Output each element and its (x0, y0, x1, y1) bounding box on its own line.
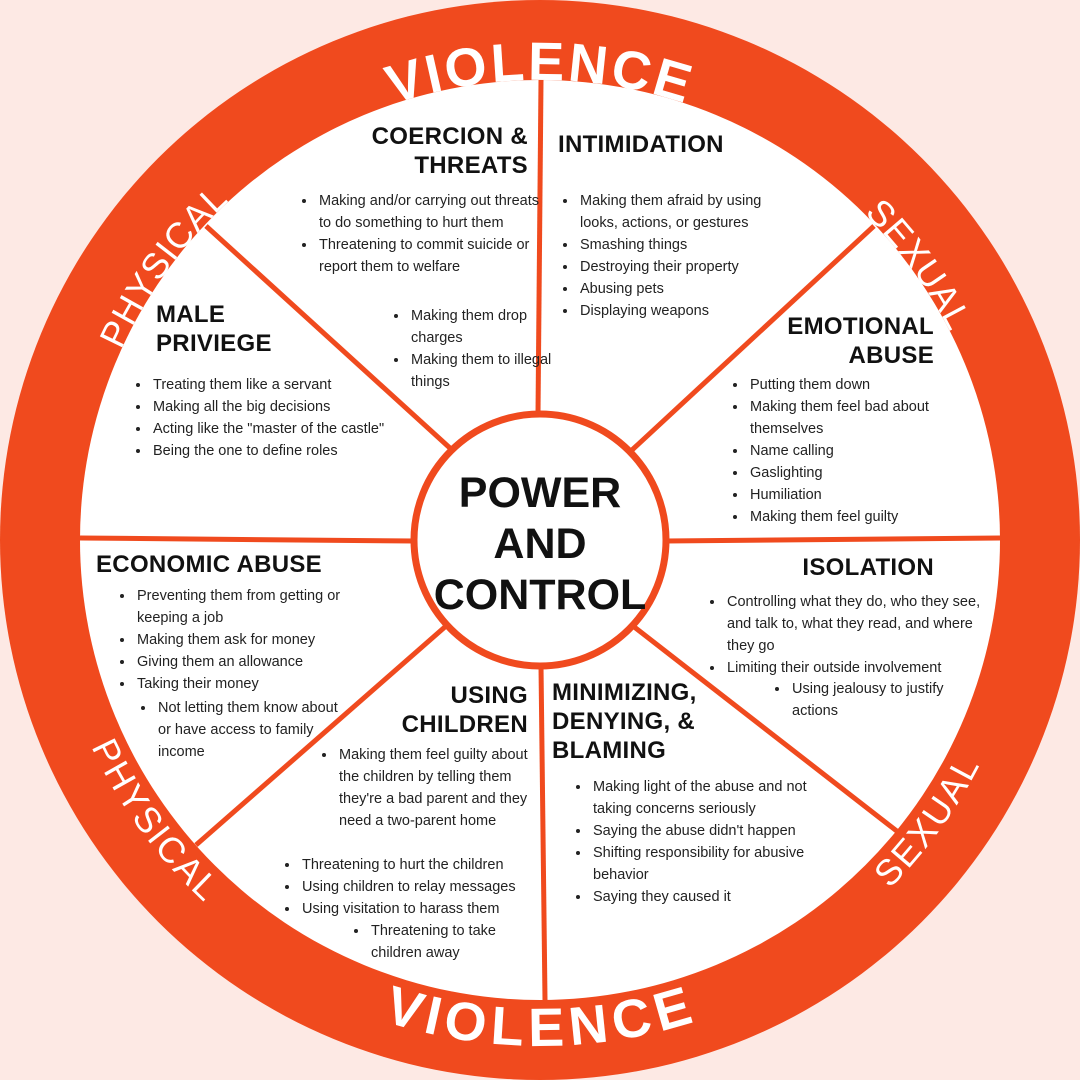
list-item: Limiting their outside involvement (725, 657, 995, 679)
list-item: Preventing them from getting or keeping … (135, 585, 385, 629)
children-title: USING CHILDREN (402, 681, 528, 739)
list-item: Using visitation to harass them (300, 898, 550, 920)
list-item: Threatening to hurt the children (300, 854, 550, 876)
coercion-title: COERCION & THREATS (372, 122, 528, 180)
title-line: MINIMIZING, (552, 679, 697, 706)
spokes (79, 79, 1001, 1001)
center-hub (410, 410, 670, 670)
title-line: ABUSE (848, 342, 934, 369)
privilege-list: Treating them like a servant Making all … (132, 374, 431, 462)
list-item: Taking their money (135, 673, 385, 695)
list-item: Destroying their property (578, 256, 803, 278)
coercion-list: Making and/or carrying out threats to do… (298, 190, 551, 278)
title-line: USING (450, 682, 528, 709)
spoke (194, 624, 448, 847)
list-item: Putting them down (748, 374, 968, 396)
list-item: Making all the big decisions (151, 396, 431, 418)
list-item: Using children to relay messages (300, 876, 550, 898)
intimidation-list: Making them afraid by using looks, actio… (559, 190, 803, 322)
spoke (631, 624, 900, 834)
title-line: COERCION & (371, 123, 528, 150)
list-item: Controlling what they do, who they see, … (725, 591, 995, 657)
list-item: Making them to illegal things (409, 349, 559, 393)
list-item: Name calling (748, 440, 968, 462)
list-item: Making light of the abuse and not taking… (591, 776, 816, 820)
minimizing-list: Making light of the abuse and not taking… (572, 776, 816, 908)
children-list-2: Threatening to hurt the children Using c… (281, 854, 550, 920)
list-item: Using jealousy to justify actions (790, 678, 980, 722)
title-line: EMOTIONAL (787, 313, 934, 340)
title-line: DENYING, & (552, 708, 696, 735)
list-item: Gaslighting (748, 462, 968, 484)
title-line: CHILDREN (401, 711, 528, 738)
center-line: AND (493, 520, 587, 568)
economic-sublist: Not letting them know about or have acce… (137, 697, 351, 763)
spoke (630, 224, 876, 452)
list-item: Threatening to commit suicide or report … (317, 234, 551, 278)
spoke (79, 535, 415, 544)
economic-list: Preventing them from getting or keeping … (116, 585, 385, 695)
list-item: Displaying weapons (578, 300, 803, 322)
title-line: ISOLATION (802, 554, 934, 581)
title-line: THREATS (414, 152, 528, 179)
list-item: Being the one to define roles (151, 440, 431, 462)
isolation-list: Controlling what they do, who they see, … (706, 591, 995, 679)
list-item: Humiliation (748, 484, 968, 506)
privilege-title: MALE PRIVIEGE (156, 300, 272, 358)
children-list: Making them feel guilty about the childr… (318, 744, 551, 832)
spoke (538, 665, 548, 1001)
spoke (204, 224, 453, 451)
list-item: Abusing pets (578, 278, 803, 300)
coercion-sublist: Making them drop charges Making them to … (390, 305, 559, 393)
title-line: INTIMIDATION (558, 131, 724, 158)
list-item: Making them afraid by using looks, actio… (578, 190, 803, 234)
spoke (535, 79, 544, 415)
minimizing-title: MINIMIZING, DENYING, & BLAMING (552, 678, 697, 765)
list-item: Acting like the "master of the castle" (151, 418, 431, 440)
list-item: Making them feel bad about themselves (748, 396, 968, 440)
title-line: BLAMING (552, 737, 667, 764)
list-item: Treating them like a servant (151, 374, 431, 396)
isolation-title: ISOLATION (802, 553, 934, 582)
list-item: Giving them an allowance (135, 651, 385, 673)
spoke (665, 535, 1001, 544)
emotional-list: Putting them down Making them feel bad a… (729, 374, 968, 528)
center-title: POWER AND CONTROL (420, 468, 660, 621)
list-item: Not letting them know about or have acce… (156, 697, 351, 763)
list-item: Smashing things (578, 234, 803, 256)
intimidation-title: INTIMIDATION (558, 130, 724, 159)
isolation-sublist: Using jealousy to justify actions (771, 678, 980, 722)
center-line: CONTROL (433, 571, 647, 619)
list-item: Making them feel guilty (748, 506, 968, 528)
list-item: Threatening to take children away (369, 920, 539, 964)
list-item: Shifting responsibility for abusive beha… (591, 842, 816, 886)
title-line: MALE (156, 301, 226, 328)
title-line: ECONOMIC ABUSE (96, 551, 322, 578)
list-item: Making and/or carrying out threats to do… (317, 190, 551, 234)
list-item: Making them feel guilty about the childr… (337, 744, 551, 832)
list-item: Making them ask for money (135, 629, 385, 651)
economic-title: ECONOMIC ABUSE (96, 550, 322, 579)
center-line: POWER (458, 469, 622, 517)
list-item: Saying they caused it (591, 886, 816, 908)
emotional-title: EMOTIONAL ABUSE (787, 312, 934, 370)
list-item: Saying the abuse didn't happen (591, 820, 816, 842)
list-item: Making them drop charges (409, 305, 559, 349)
children-sublist: Threatening to take children away (350, 920, 539, 964)
title-line: PRIVIEGE (156, 330, 272, 357)
